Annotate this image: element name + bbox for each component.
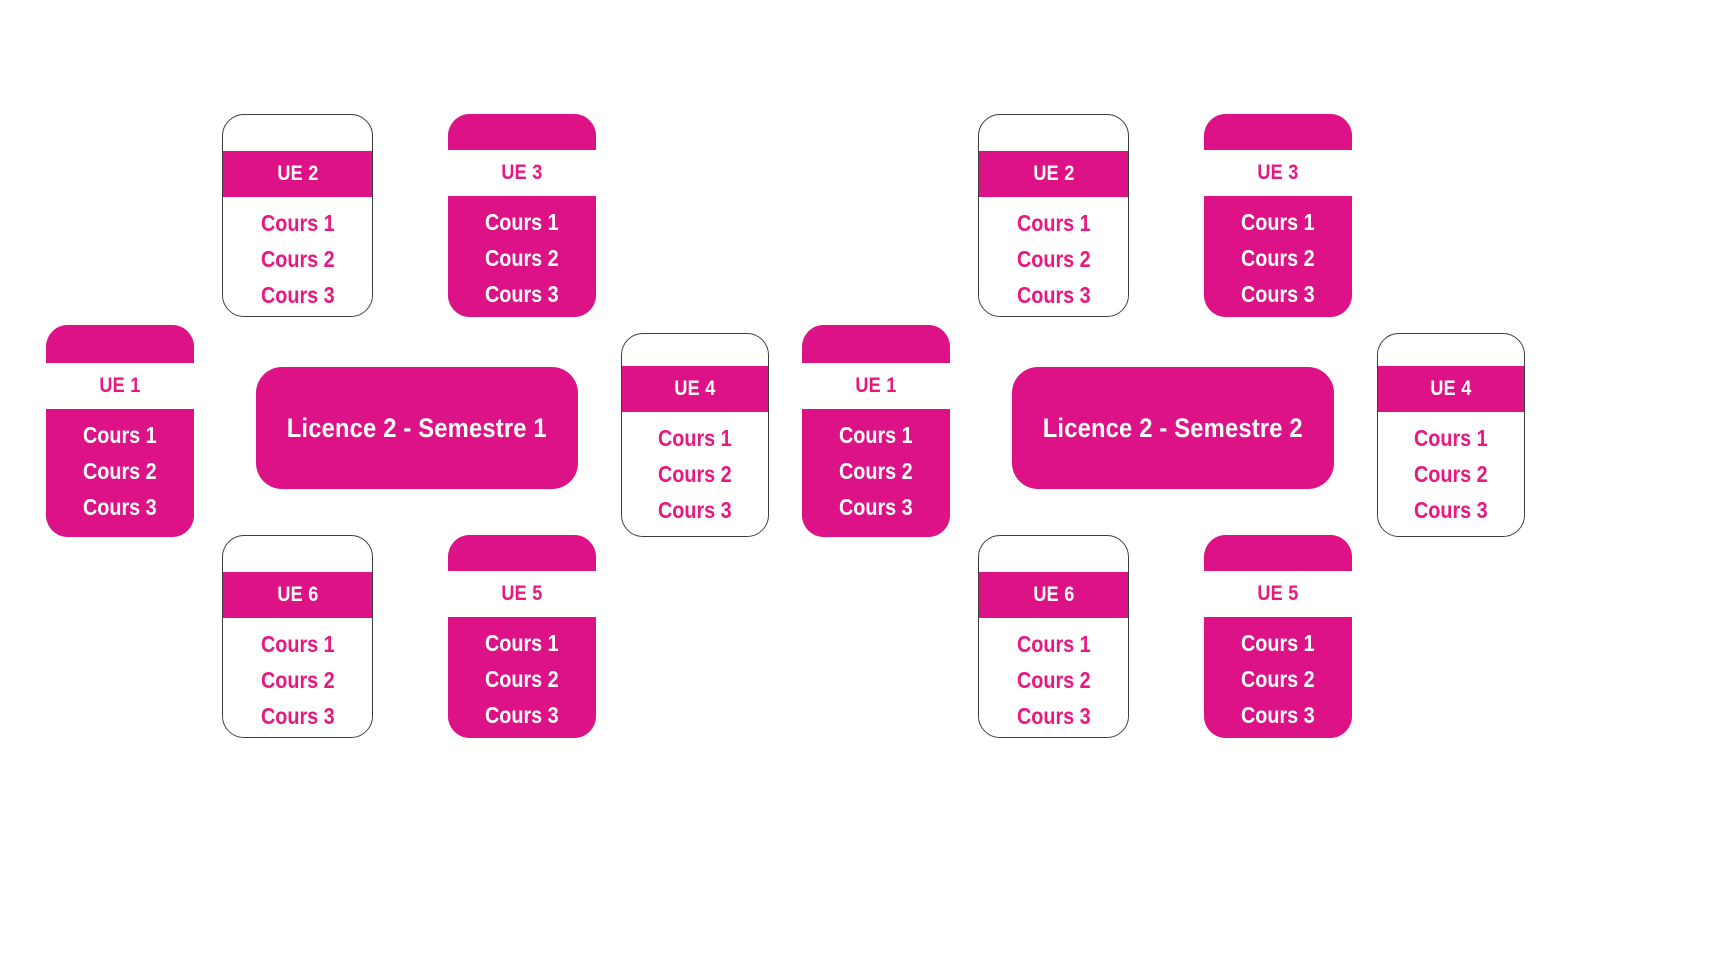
course-item[interactable]: Cours 3 bbox=[1241, 281, 1315, 307]
course-item[interactable]: Cours 3 bbox=[839, 494, 913, 520]
course-item[interactable]: Cours 2 bbox=[839, 458, 913, 484]
ue-course-list: Cours 1 Cours 2 Cours 3 bbox=[223, 618, 372, 737]
ue-card-spacer bbox=[979, 536, 1128, 572]
course-item[interactable]: Cours 2 bbox=[1016, 667, 1091, 693]
ue-card-spacer bbox=[46, 325, 194, 363]
ue-title-band: UE 6 bbox=[979, 572, 1128, 618]
ue-course-list: Cours 1 Cours 2 Cours 3 bbox=[979, 197, 1128, 316]
course-item[interactable]: Cours 2 bbox=[1241, 666, 1315, 692]
course-item[interactable]: Cours 2 bbox=[485, 666, 559, 692]
ue-title-label: UE 4 bbox=[674, 377, 716, 400]
course-item[interactable]: Cours 3 bbox=[1241, 702, 1315, 728]
course-item[interactable]: Cours 1 bbox=[83, 422, 157, 448]
ue-card-s1-ue5[interactable]: UE 5 Cours 1 Cours 2 Cours 3 bbox=[448, 535, 596, 738]
ue-title-label: UE 6 bbox=[276, 583, 319, 606]
ue-card-s2-ue2[interactable]: UE 2 Cours 1 Cours 2 Cours 3 bbox=[978, 114, 1129, 317]
ue-course-list: Cours 1 Cours 2 Cours 3 bbox=[622, 412, 768, 536]
ue-title-label: UE 2 bbox=[1032, 162, 1075, 185]
ue-course-list: Cours 1 Cours 2 Cours 3 bbox=[448, 617, 596, 738]
course-item[interactable]: Cours 3 bbox=[1016, 282, 1091, 308]
course-item[interactable]: Cours 2 bbox=[1016, 246, 1091, 272]
ue-title-band: UE 1 bbox=[46, 363, 194, 409]
course-item[interactable]: Cours 3 bbox=[260, 703, 335, 729]
ue-card-s1-ue2[interactable]: UE 2 Cours 1 Cours 2 Cours 3 bbox=[222, 114, 373, 317]
ue-title-label: UE 2 bbox=[276, 162, 319, 185]
ue-title-band: UE 1 bbox=[802, 363, 950, 409]
course-item[interactable]: Cours 1 bbox=[260, 210, 335, 236]
course-item[interactable]: Cours 2 bbox=[485, 245, 559, 271]
ue-title-band: UE 6 bbox=[223, 572, 372, 618]
ue-card-spacer bbox=[1378, 334, 1524, 366]
course-item[interactable]: Cours 3 bbox=[485, 281, 559, 307]
ue-title-label: UE 1 bbox=[99, 374, 141, 397]
course-item[interactable]: Cours 1 bbox=[1016, 631, 1091, 657]
ue-title-band: UE 3 bbox=[1204, 150, 1352, 196]
course-item[interactable]: Cours 3 bbox=[1414, 497, 1488, 523]
ue-title-band: UE 3 bbox=[448, 150, 596, 196]
ue-title-label: UE 6 bbox=[1032, 583, 1075, 606]
course-item[interactable]: Cours 1 bbox=[1016, 210, 1091, 236]
course-item[interactable]: Cours 3 bbox=[260, 282, 335, 308]
course-item[interactable]: Cours 3 bbox=[83, 494, 157, 520]
ue-title-band: UE 5 bbox=[448, 571, 596, 617]
semester-pill-semestre-2[interactable]: Licence 2 - Semestre 2 bbox=[1012, 367, 1334, 489]
ue-course-list: Cours 1 Cours 2 Cours 3 bbox=[1378, 412, 1524, 536]
ue-card-s1-ue1[interactable]: UE 1 Cours 1 Cours 2 Cours 3 bbox=[46, 325, 194, 537]
course-item[interactable]: Cours 1 bbox=[260, 631, 335, 657]
course-item[interactable]: Cours 1 bbox=[485, 630, 559, 656]
ue-card-s2-ue1[interactable]: UE 1 Cours 1 Cours 2 Cours 3 bbox=[802, 325, 950, 537]
ue-course-list: Cours 1 Cours 2 Cours 3 bbox=[1204, 617, 1352, 738]
course-item[interactable]: Cours 2 bbox=[658, 461, 732, 487]
ue-title-band: UE 2 bbox=[979, 151, 1128, 197]
course-item[interactable]: Cours 3 bbox=[485, 702, 559, 728]
ue-course-list: Cours 1 Cours 2 Cours 3 bbox=[979, 618, 1128, 737]
course-item[interactable]: Cours 2 bbox=[1414, 461, 1488, 487]
ue-card-spacer bbox=[448, 114, 596, 150]
ue-card-s2-ue5[interactable]: UE 5 Cours 1 Cours 2 Cours 3 bbox=[1204, 535, 1352, 738]
course-item[interactable]: Cours 1 bbox=[1241, 209, 1315, 235]
ue-card-spacer bbox=[1204, 535, 1352, 571]
ue-card-spacer bbox=[448, 535, 596, 571]
ue-title-label: UE 3 bbox=[501, 161, 543, 184]
ue-title-band: UE 4 bbox=[622, 366, 768, 412]
course-item[interactable]: Cours 2 bbox=[260, 667, 335, 693]
course-item[interactable]: Cours 2 bbox=[83, 458, 157, 484]
course-item[interactable]: Cours 3 bbox=[1016, 703, 1091, 729]
ue-course-list: Cours 1 Cours 2 Cours 3 bbox=[1204, 196, 1352, 317]
ue-card-s1-ue6[interactable]: UE 6 Cours 1 Cours 2 Cours 3 bbox=[222, 535, 373, 738]
course-item[interactable]: Cours 1 bbox=[839, 422, 913, 448]
course-item[interactable]: Cours 2 bbox=[260, 246, 335, 272]
ue-card-spacer bbox=[979, 115, 1128, 151]
ue-title-band: UE 5 bbox=[1204, 571, 1352, 617]
ue-card-spacer bbox=[802, 325, 950, 363]
course-item[interactable]: Cours 1 bbox=[1414, 425, 1488, 451]
ue-card-s2-ue6[interactable]: UE 6 Cours 1 Cours 2 Cours 3 bbox=[978, 535, 1129, 738]
ue-title-label: UE 3 bbox=[1257, 161, 1299, 184]
ue-title-band: UE 4 bbox=[1378, 366, 1524, 412]
semester-pill-semestre-1[interactable]: Licence 2 - Semestre 1 bbox=[256, 367, 578, 489]
ue-card-spacer bbox=[1204, 114, 1352, 150]
ue-title-label: UE 1 bbox=[855, 374, 897, 397]
course-item[interactable]: Cours 3 bbox=[658, 497, 732, 523]
ue-course-list: Cours 1 Cours 2 Cours 3 bbox=[802, 409, 950, 537]
ue-course-list: Cours 1 Cours 2 Cours 3 bbox=[46, 409, 194, 537]
ue-title-label: UE 5 bbox=[1257, 582, 1299, 605]
ue-title-label: UE 4 bbox=[1430, 377, 1472, 400]
course-item[interactable]: Cours 1 bbox=[485, 209, 559, 235]
ue-title-label: UE 5 bbox=[501, 582, 543, 605]
course-item[interactable]: Cours 2 bbox=[1241, 245, 1315, 271]
ue-card-s1-ue4[interactable]: UE 4 Cours 1 Cours 2 Cours 3 bbox=[621, 333, 769, 537]
semester-label: Licence 2 - Semestre 1 bbox=[286, 412, 548, 443]
ue-card-s2-ue4[interactable]: UE 4 Cours 1 Cours 2 Cours 3 bbox=[1377, 333, 1525, 537]
semester-label: Licence 2 - Semestre 2 bbox=[1042, 412, 1304, 443]
ue-title-band: UE 2 bbox=[223, 151, 372, 197]
ue-card-s2-ue3[interactable]: UE 3 Cours 1 Cours 2 Cours 3 bbox=[1204, 114, 1352, 317]
ue-course-list: Cours 1 Cours 2 Cours 3 bbox=[223, 197, 372, 316]
ue-card-s1-ue3[interactable]: UE 3 Cours 1 Cours 2 Cours 3 bbox=[448, 114, 596, 317]
course-item[interactable]: Cours 1 bbox=[658, 425, 732, 451]
course-item[interactable]: Cours 1 bbox=[1241, 630, 1315, 656]
ue-course-list: Cours 1 Cours 2 Cours 3 bbox=[448, 196, 596, 317]
